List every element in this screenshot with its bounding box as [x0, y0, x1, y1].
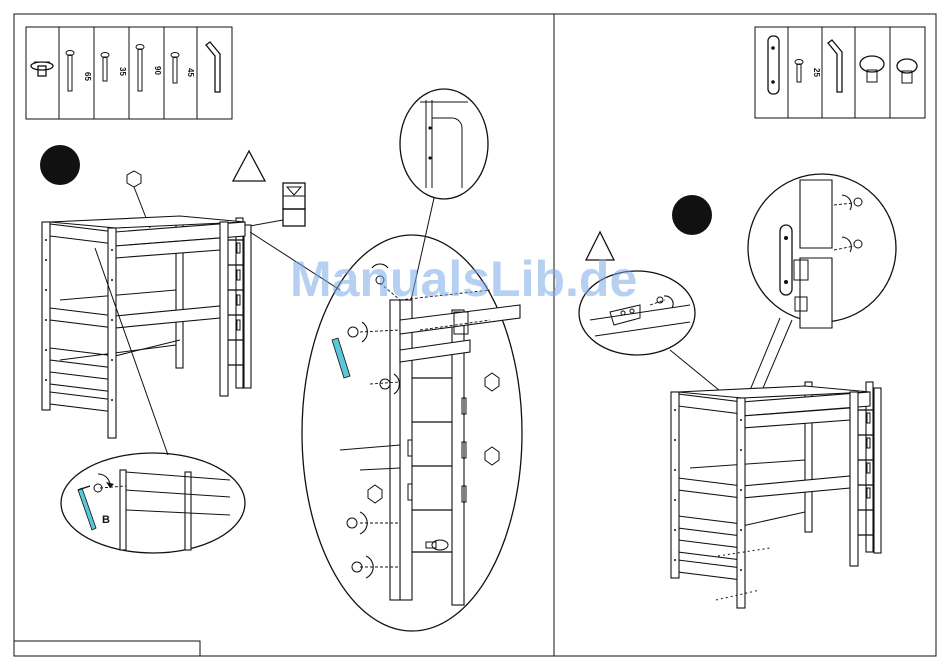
warning-triangle-icon: [233, 151, 265, 181]
bolt-length-label: 35: [118, 67, 127, 76]
detail-callout-bottom: B: [61, 453, 245, 553]
callout-letter: B: [102, 514, 110, 526]
cap-nut-icon: [897, 59, 917, 83]
leader-line: [250, 220, 283, 226]
cap-icon: [860, 56, 884, 82]
page-frame: [14, 14, 936, 656]
hexagon-part-marker: [485, 373, 499, 391]
screw-icon: [347, 512, 367, 534]
left-parts-table: 65 35 90 45: [26, 27, 232, 119]
warning-triangle-icon: [586, 232, 614, 260]
detail-callout-bracket: [579, 271, 725, 395]
bolt-icon: 45: [171, 53, 195, 84]
detail-callout-corner: [400, 89, 488, 305]
leader-line: [250, 232, 340, 290]
screw-icon: [348, 322, 367, 342]
allen-key-tool-icon: [78, 488, 96, 530]
allen-key-icon: [206, 42, 220, 92]
step-number-badge: [40, 145, 80, 185]
hexagon-part-marker: [485, 447, 499, 465]
bolt-icon: 65: [66, 51, 92, 92]
screw-icon: [834, 195, 862, 210]
bolt-icon: 90: [136, 45, 162, 92]
hexagon-part-marker: [368, 485, 382, 503]
allen-key-tool-icon: [332, 338, 350, 378]
hexagon-part-marker: [127, 171, 141, 187]
loft-bed-frame: [42, 216, 251, 438]
footer-box: [14, 641, 200, 656]
leader-line: [95, 248, 168, 455]
screw-icon: [372, 264, 388, 284]
bolt-length-label: 45: [186, 68, 195, 77]
loft-bed-frame: [671, 382, 881, 608]
allen-key-icon: [828, 40, 842, 92]
bolt-icon: 35: [101, 53, 127, 82]
bolt-length-label: 65: [83, 72, 92, 81]
right-parts-table: 25: [755, 27, 925, 118]
cap-nut-icon: [426, 540, 448, 550]
step-number-badge: [672, 195, 712, 235]
detail-callout-connector: [748, 174, 896, 395]
bolt-length-label: 25: [812, 68, 821, 77]
level-indicator-icon: [283, 183, 305, 226]
cap-nut-icon: [31, 62, 53, 76]
bolt-icon: 25: [795, 60, 821, 83]
screw-icon: [834, 237, 862, 252]
bolt-length-label: 90: [153, 66, 162, 75]
connector-plate-icon: [768, 36, 779, 94]
